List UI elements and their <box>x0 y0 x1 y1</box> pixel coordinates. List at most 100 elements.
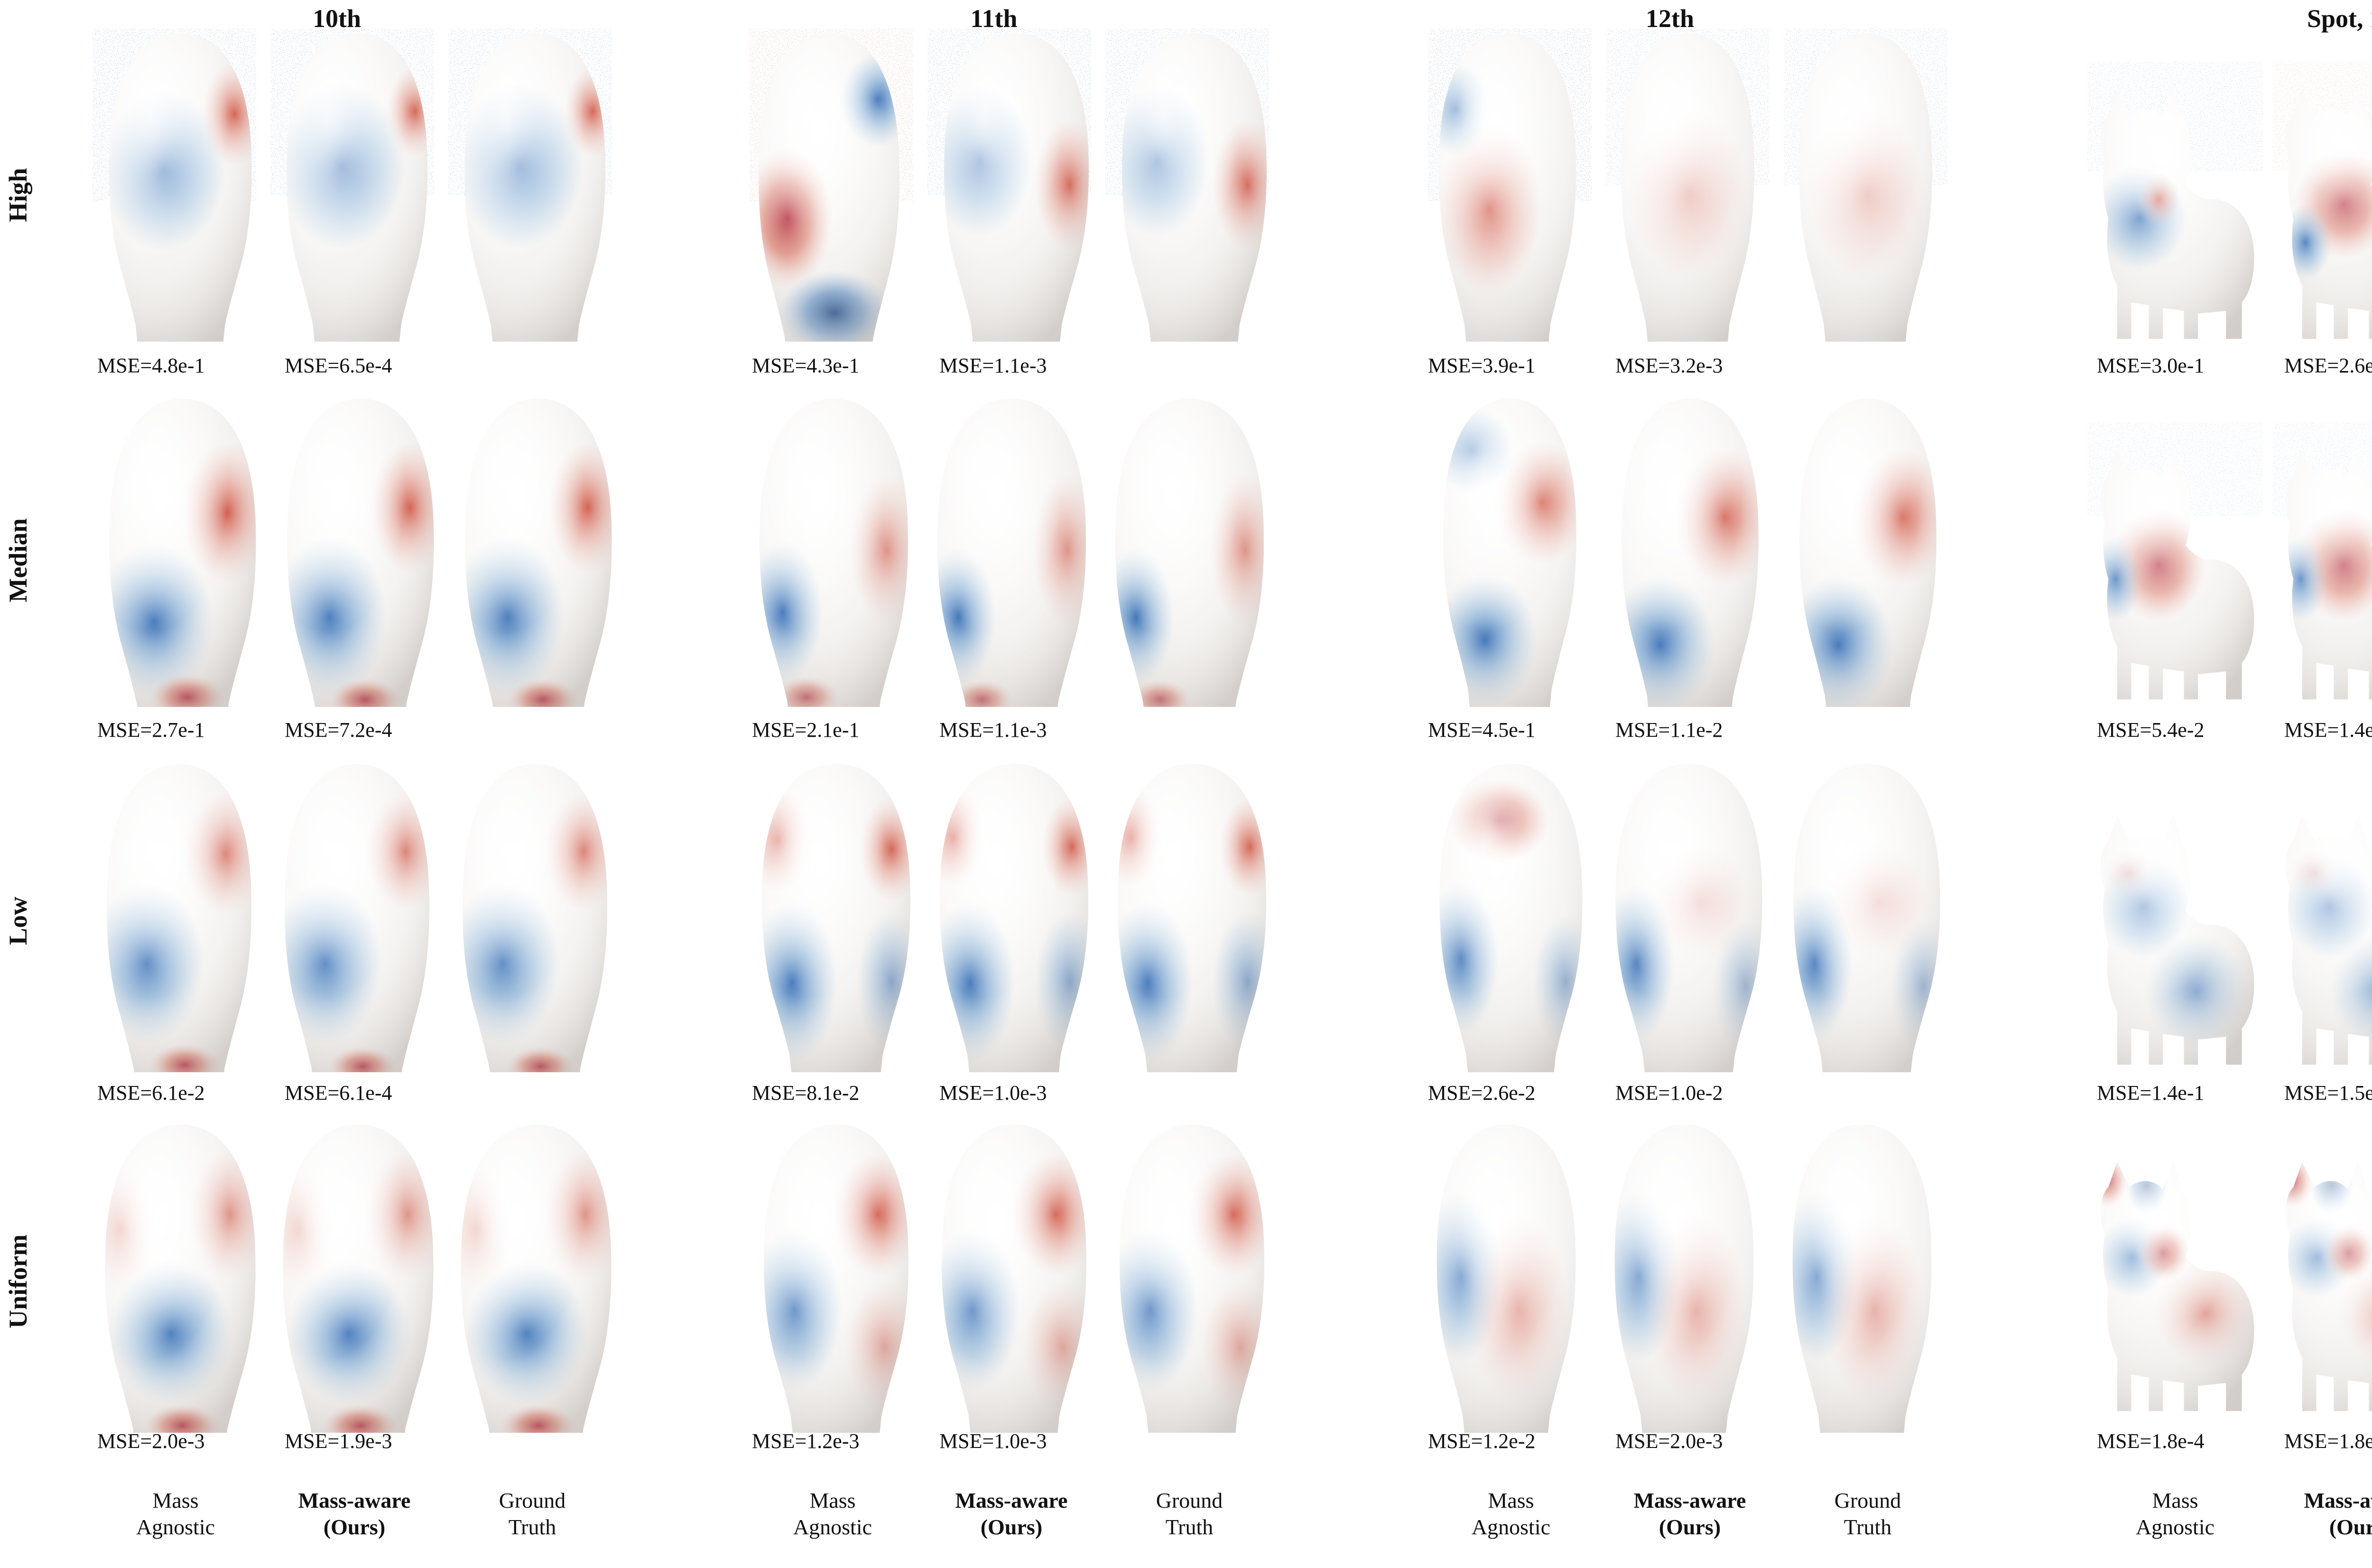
tile-low-10th-mass-aware <box>270 759 434 1072</box>
mse-median-12th-agnostic: MSE=4.5e-1 <box>1428 718 1536 742</box>
legend-line-1: Ground <box>1834 1488 1901 1512</box>
tile-low-11th-ground-truth <box>1105 759 1269 1072</box>
tile-high-10th-mass-aware <box>270 28 434 342</box>
mse-median-spot-agnostic: MSE=5.4e-2 <box>2097 718 2205 742</box>
tile-low-10th-mass-agnostic <box>93 759 256 1072</box>
mse-uniform-10th-ours: MSE=1.9e-3 <box>285 1429 392 1453</box>
legend-line-1: Mass-aware <box>2304 1488 2372 1512</box>
tile-uniform-11th-mass-agnostic <box>750 1120 913 1433</box>
row-label-low: Low <box>4 897 32 946</box>
mse-high-spot-ours: MSE=2.6e-3 <box>2284 354 2372 377</box>
legend-line-1: Ground <box>499 1488 566 1512</box>
legend-line-2: (Ours) <box>1659 1515 1721 1540</box>
mse-uniform-12th-agnostic: MSE=1.2e-2 <box>1428 1429 1536 1453</box>
column-header-12th: 12th <box>1645 4 1694 33</box>
mse-uniform-10th-agnostic: MSE=2.0e-3 <box>97 1429 205 1453</box>
tile-low-12th-mass-aware <box>1606 759 1770 1072</box>
mse-low-12th-ours: MSE=1.0e-2 <box>1615 1081 1723 1104</box>
mse-uniform-12th-ours: MSE=2.0e-3 <box>1615 1429 1723 1453</box>
tile-high-spot-mass-agnostic <box>2087 62 2263 342</box>
tile-uniform-11th-mass-aware <box>927 1120 1091 1433</box>
mse-high-12th-ours: MSE=3.2e-3 <box>1615 354 1723 377</box>
tile-high-11th-mass-agnostic <box>750 28 913 342</box>
tile-high-12th-mass-agnostic <box>1428 28 1592 342</box>
tile-median-10th-ground-truth <box>448 394 612 707</box>
legend-line-2: Truth <box>1165 1515 1214 1540</box>
legend-line-2: Agnostic <box>1471 1515 1551 1540</box>
tile-high-11th-ground-truth <box>1105 28 1269 342</box>
mse-high-10th-ours: MSE=6.5e-4 <box>285 354 392 377</box>
legend-spot-mass-aware: Mass-aware (Ours) <box>2258 1487 2372 1540</box>
tile-median-10th-mass-agnostic <box>93 394 256 707</box>
tile-median-10th-mass-aware <box>270 394 434 707</box>
mse-uniform-11th-ours: MSE=1.0e-3 <box>939 1429 1047 1453</box>
tile-high-spot-mass-aware <box>2272 62 2372 342</box>
mse-median-11th-agnostic: MSE=2.1e-1 <box>752 718 860 742</box>
column-header-10th: 10th <box>312 4 361 33</box>
legend-line-1: Mass <box>152 1488 199 1512</box>
legend-10th-mass-agnostic: Mass Agnostic <box>74 1487 278 1540</box>
legend-12th-mass-agnostic: Mass Agnostic <box>1409 1487 1613 1540</box>
tile-high-10th-mass-agnostic <box>93 28 256 342</box>
legend-line-2: Truth <box>508 1515 556 1540</box>
mse-uniform-spot-ours: MSE=1.8e-4 <box>2284 1429 2372 1453</box>
tile-median-12th-ground-truth <box>1784 394 1947 707</box>
tile-uniform-spot-mass-aware <box>2272 1134 2372 1414</box>
row-label-uniform: Uniform <box>4 1234 32 1328</box>
tile-median-12th-mass-agnostic <box>1428 394 1592 707</box>
tile-low-spot-mass-aware <box>2272 788 2372 1067</box>
legend-10th-mass-aware: Mass-aware (Ours) <box>252 1487 456 1540</box>
tile-high-12th-mass-aware <box>1606 28 1770 342</box>
legend-line-1: Mass <box>1488 1488 1534 1512</box>
legend-spot-mass-agnostic: Mass Agnostic <box>2073 1487 2277 1540</box>
legend-line-1: Mass <box>809 1488 856 1512</box>
legend-line-2: (Ours) <box>323 1515 386 1540</box>
tile-uniform-12th-ground-truth <box>1784 1120 1947 1433</box>
legend-11th-ground-truth: Ground Truth <box>1087 1487 1291 1540</box>
tile-low-12th-ground-truth <box>1784 759 1947 1072</box>
row-label-median: Median <box>4 518 32 603</box>
tile-median-spot-mass-aware <box>2272 422 2372 702</box>
legend-line-2: Agnostic <box>136 1515 215 1540</box>
tile-low-spot-mass-agnostic <box>2087 788 2263 1067</box>
tile-uniform-10th-ground-truth <box>448 1120 612 1433</box>
tile-uniform-10th-mass-aware <box>270 1120 434 1433</box>
mse-median-10th-ours: MSE=7.2e-4 <box>285 718 392 742</box>
tile-low-11th-mass-aware <box>927 759 1091 1072</box>
legend-line-1: Mass-aware <box>1633 1488 1746 1512</box>
tile-high-10th-ground-truth <box>448 28 612 342</box>
tile-uniform-11th-ground-truth <box>1105 1120 1269 1433</box>
tile-low-11th-mass-agnostic <box>750 759 913 1072</box>
tile-median-11th-mass-aware <box>927 394 1091 707</box>
legend-11th-mass-aware: Mass-aware (Ours) <box>909 1487 1113 1540</box>
mse-high-spot-agnostic: MSE=3.0e-1 <box>2097 354 2205 377</box>
legend-12th-ground-truth: Ground Truth <box>1766 1487 1970 1540</box>
mse-high-12th-agnostic: MSE=3.9e-1 <box>1428 354 1536 377</box>
legend-line-2: (Ours) <box>980 1515 1043 1540</box>
row-label-high: High <box>4 167 32 223</box>
tile-uniform-12th-mass-agnostic <box>1428 1120 1592 1433</box>
mse-low-10th-ours: MSE=6.1e-4 <box>285 1081 392 1104</box>
mse-low-10th-agnostic: MSE=6.1e-2 <box>97 1081 205 1104</box>
tile-high-12th-ground-truth <box>1784 28 1947 342</box>
legend-line-2: Truth <box>1844 1515 1892 1540</box>
tile-median-spot-mass-agnostic <box>2087 422 2263 702</box>
mse-median-12th-ours: MSE=1.1e-2 <box>1615 718 1723 742</box>
mse-median-11th-ours: MSE=1.1e-3 <box>939 718 1047 742</box>
legend-12th-mass-aware: Mass-aware (Ours) <box>1588 1487 1792 1540</box>
column-header-spot-12th: Spot, 12th <box>2307 4 2372 33</box>
column-header-11th: 11th <box>970 4 1018 33</box>
tile-median-11th-ground-truth <box>1105 394 1269 707</box>
legend-line-2: (Ours) <box>2329 1515 2372 1540</box>
legend-line-2: Agnostic <box>2135 1515 2215 1540</box>
legend-line-1: Mass <box>2152 1488 2198 1512</box>
tile-uniform-10th-mass-agnostic <box>93 1120 256 1433</box>
tile-low-12th-mass-agnostic <box>1428 759 1592 1072</box>
mse-low-spot-ours: MSE=1.5e-3 <box>2284 1081 2372 1104</box>
legend-line-1: Mass-aware <box>955 1488 1068 1512</box>
tile-low-10th-ground-truth <box>448 759 612 1072</box>
mse-uniform-spot-agnostic: MSE=1.8e-4 <box>2097 1429 2205 1453</box>
mse-low-11th-ours: MSE=1.0e-3 <box>939 1081 1047 1104</box>
tile-median-11th-mass-agnostic <box>750 394 913 707</box>
